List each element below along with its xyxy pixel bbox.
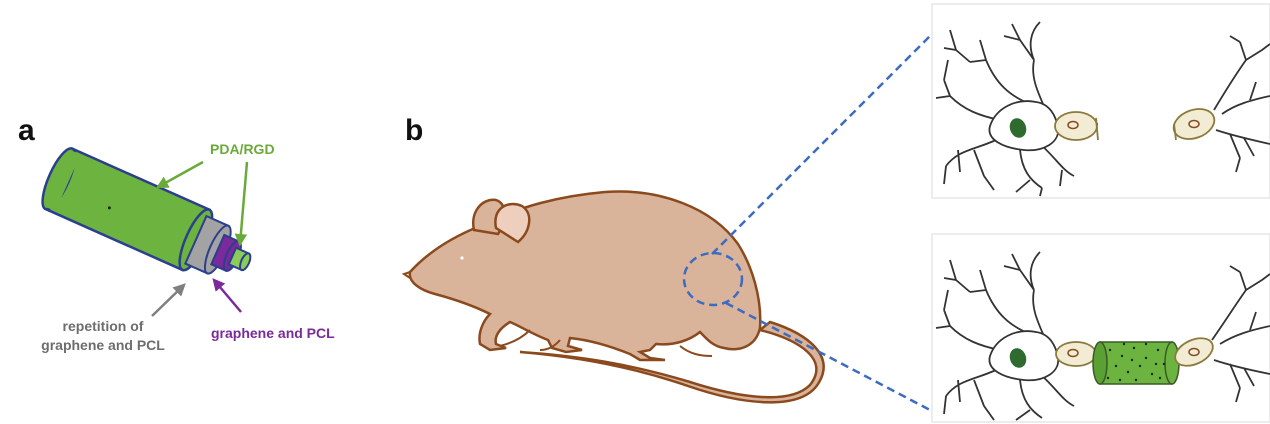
label-pda-rgd: PDA/RGD [210,141,275,157]
rat-eye [460,256,463,259]
arrow-repetition [152,285,184,316]
panel-a-letter: a [18,114,35,147]
panel-b-letter: b [405,114,423,147]
label-graphene-pcl: graphene and PCL [211,325,335,341]
panel-a: a PDA/RGD repetition of graphene and PCL [18,114,335,353]
nerve-guidance-conduit [1093,342,1179,384]
arrow-pda-rgd-core [240,162,247,244]
zoom-line-top [712,36,930,254]
panel-b: b [404,4,1270,422]
rat-body [410,191,760,360]
schwann-cell-left-bottom [1056,342,1096,366]
rat-illustration [404,191,824,402]
arrow-pda-rgd-outer [158,162,203,187]
schwann-cell-left-top [1055,112,1097,140]
multilayer-conduit [36,145,262,294]
arrow-graphene-pcl [214,280,241,312]
label-repetition-line2: graphene and PCL [41,337,165,353]
label-repetition-line1: repetition of [63,318,144,334]
zoom-line-bottom [726,303,930,410]
